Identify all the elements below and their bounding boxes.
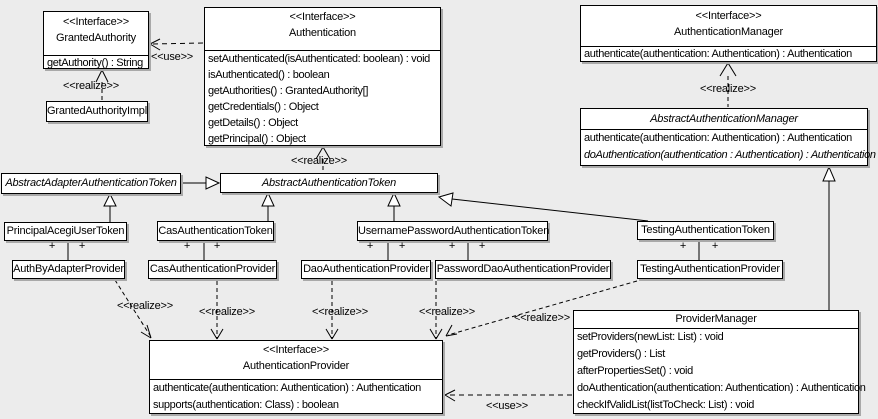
class-granted-authority[interactable]: <<Interface>> GrantedAuthority getAuthor…: [43, 11, 149, 69]
edge-use-providermanager: [444, 389, 572, 402]
assoc-plus: +: [183, 240, 191, 252]
class-name: CasAuthenticationProvider: [149, 263, 276, 275]
method-row: isAuthenticated() : boolean: [208, 69, 330, 81]
realize-label: <<realize>>: [199, 306, 255, 318]
class-authentication[interactable]: <<Interface>> Authentication setAuthenti…: [204, 7, 441, 146]
method-row: getAuthority() : String: [47, 57, 143, 69]
class-name: UsernamePasswordAuthenticationToken: [358, 225, 550, 237]
method-row: authenticate(authentication: Authenticat…: [584, 48, 852, 60]
edge-gen-usernamepasswordtoken: [387, 191, 401, 221]
assoc-plus: +: [448, 240, 456, 252]
edge-use-authentication-grantedauthority: [149, 38, 204, 51]
assoc-plus: +: [48, 240, 56, 252]
edge-realize-passworddaoprovider: [429, 281, 443, 340]
assoc-plus: +: [78, 240, 86, 252]
edge-realize-daoauthenticationprovider: [325, 281, 339, 340]
use-label: <<use>>: [485, 400, 529, 412]
class-testing-authentication-provider[interactable]: TestingAuthenticationProvider: [637, 260, 783, 279]
class-cas-authentication-provider[interactable]: CasAuthenticationProvider: [148, 260, 277, 279]
class-name: Authentication: [289, 27, 356, 39]
class-abstract-authentication-manager[interactable]: AbstractAuthenticationManager authentica…: [580, 108, 876, 166]
stereotype-label: <<Interface>>: [63, 16, 129, 28]
class-name: GrantedAuthority: [56, 32, 136, 44]
method-row: getCredentials() : Object: [208, 101, 319, 113]
edge-realize-testingauthenticationprovider: [445, 280, 638, 337]
class-password-dao-authentication-provider[interactable]: PasswordDaoAuthenticationProvider: [435, 260, 611, 279]
edge-gen-casauthenticationtoken: [261, 191, 275, 221]
edge-gen-principalacegiusertoken: [103, 192, 117, 222]
class-name: AbstractAuthenticationToken: [261, 177, 397, 189]
class-name: AuthByAdapterProvider: [13, 263, 124, 275]
class-username-password-authentication-token[interactable]: UsernamePasswordAuthenticationToken: [357, 221, 550, 241]
method-row: doAuthentication(authentication : Authen…: [584, 149, 876, 161]
stereotype-label: <<Interface>>: [263, 344, 329, 356]
edge-realize-abstractauthenticationtoken: [315, 146, 331, 172]
assoc-plus: +: [679, 240, 687, 252]
class-name: AuthenticationManager: [674, 26, 783, 38]
class-dao-authentication-provider[interactable]: DaoAuthenticationProvider: [301, 260, 431, 279]
method-row: setProviders(newList: List) : void: [577, 331, 724, 343]
class-name: CasAuthenticationToken: [158, 225, 273, 237]
assoc-plus: +: [711, 240, 719, 252]
assoc-plus: +: [366, 240, 374, 252]
realize-label: <<realize>>: [312, 306, 368, 318]
method-row: getAuthorities() : GrantedAuthority[]: [208, 85, 369, 97]
class-name: DaoAuthenticationProvider: [303, 263, 429, 275]
edge-gen-providermanager: [822, 165, 836, 310]
assoc-plus: +: [213, 240, 221, 252]
class-testing-authentication-token[interactable]: TestingAuthenticationToken: [637, 221, 774, 240]
edge-gen-adapter-token: [181, 176, 221, 190]
class-abstract-adapter-authentication-token[interactable]: AbstractAdapterAuthenticationToken: [1, 173, 181, 194]
realize-label: <<realize>>: [117, 300, 173, 312]
method-row: getProviders() : List: [577, 348, 666, 360]
method-row: supports(authentication: Class) : boolea…: [153, 399, 339, 411]
stereotype-label: <<Interface>>: [289, 11, 356, 23]
method-row: getPrincipal() : Object: [208, 133, 306, 145]
class-name: AuthenticationProvider: [242, 360, 350, 372]
realize-label: <<realize>>: [291, 155, 347, 167]
class-authentication-provider[interactable]: <<Interface>> AuthenticationProvider aut…: [149, 340, 443, 414]
edge-realize-casauthenticationprovider: [210, 281, 224, 340]
class-cas-authentication-token[interactable]: CasAuthenticationToken: [157, 221, 274, 241]
edge-realize-authbyadapterprovider: [114, 279, 152, 339]
class-name: TestingAuthenticationProvider: [640, 263, 780, 275]
method-row: getDetails() : Object: [208, 117, 298, 129]
edge-realize-abstractauthenticationmanager: [719, 62, 737, 107]
method-row: checkIfValidList(listToCheck: List) : vo…: [577, 399, 755, 411]
method-row: doAuthentication(authentication: Authent…: [577, 382, 866, 394]
realize-label: <<realize>>: [419, 306, 475, 318]
class-name: PrincipalAcegiUserToken: [6, 225, 125, 237]
class-name: ProviderManager: [675, 313, 757, 325]
class-authentication-manager[interactable]: <<Interface>> AuthenticationManager auth…: [580, 5, 877, 62]
edge-realize-grantedauthorityimpl: [95, 68, 109, 101]
class-granted-authority-impl[interactable]: GrantedAuthorityImpl: [46, 101, 148, 122]
assoc-plus: +: [398, 240, 406, 252]
edge-gen-testingauthenticationtoken: [437, 192, 649, 222]
method-row: afterPropertiesSet() : void: [577, 365, 693, 377]
realize-label: <<realize>>: [700, 83, 756, 95]
class-auth-by-adapter-provider[interactable]: AuthByAdapterProvider: [12, 260, 125, 279]
use-label: <<use>>: [150, 51, 194, 63]
class-provider-manager[interactable]: ProviderManager setProviders(newList: Li…: [573, 310, 866, 414]
class-name: GrantedAuthorityImpl: [47, 105, 147, 117]
class-name: PasswordDaoAuthenticationProvider: [436, 263, 610, 275]
class-name: TestingAuthenticationToken: [641, 224, 770, 236]
assoc-plus: +: [478, 240, 486, 252]
class-name: AbstractAuthenticationManager: [650, 113, 798, 125]
realize-label: <<realize>>: [514, 312, 570, 324]
realize-label: <<realize>>: [63, 80, 119, 92]
class-principal-acegi-user-token[interactable]: PrincipalAcegiUserToken: [4, 222, 127, 241]
method-row: setAuthenticated(isAuthenticated: boolea…: [208, 53, 430, 65]
stereotype-label: <<Interface>>: [695, 10, 762, 22]
class-abstract-authentication-token[interactable]: AbstractAuthenticationToken: [220, 173, 438, 193]
class-name: AbstractAdapterAuthenticationToken: [5, 177, 177, 189]
method-row: authenticate(authentication: Authenticat…: [153, 382, 421, 394]
method-row: authenticate(authentication: Authenticat…: [584, 132, 852, 144]
